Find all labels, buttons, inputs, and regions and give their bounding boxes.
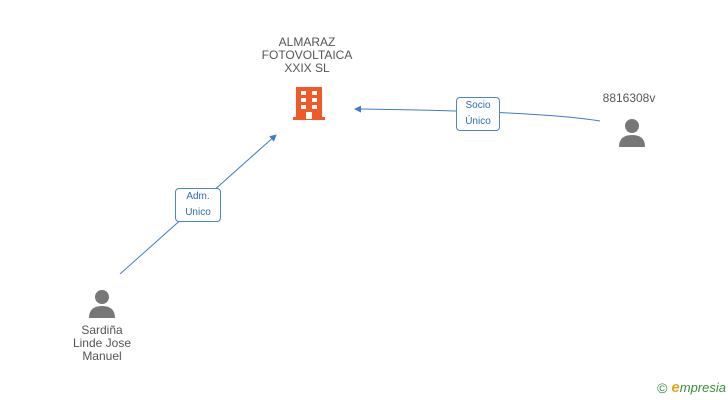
brand-e: e xyxy=(671,379,680,396)
copyright-symbol: © xyxy=(657,379,668,396)
relation-label-socio-unico[interactable]: Socio Único xyxy=(456,97,500,131)
relation-label-adm-unico[interactable]: Adm. Unico xyxy=(175,188,221,222)
person-name-sardina[interactable]: Sardiña Linde Jose Manuel xyxy=(72,323,132,363)
person-icon[interactable] xyxy=(617,117,647,147)
brand-name: mpresia xyxy=(679,380,726,395)
person-icon[interactable] xyxy=(87,288,117,318)
edge-socio-unico xyxy=(354,105,601,122)
person-name-8816308v[interactable]: 8816308v xyxy=(602,91,656,105)
company-name[interactable]: ALMARAZ FOTOVOLTAICA XXIX SL xyxy=(261,35,353,75)
building-icon[interactable] xyxy=(293,85,325,121)
empresia-logo: © empresia xyxy=(657,379,726,396)
